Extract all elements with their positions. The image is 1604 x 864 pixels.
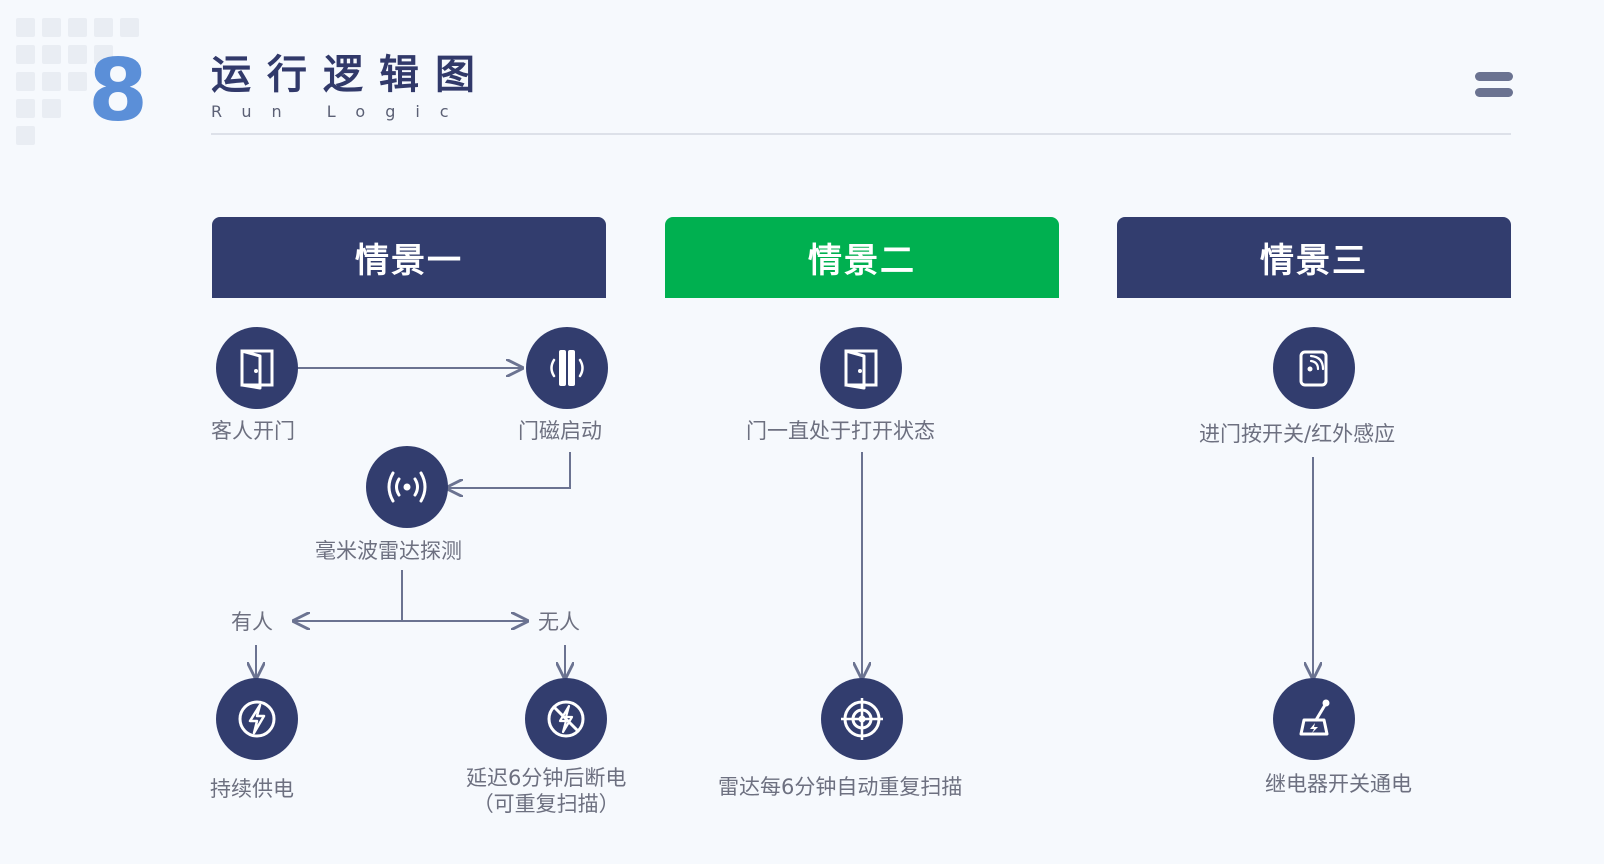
node-radar: [366, 446, 448, 528]
node-open-door: [216, 327, 298, 409]
node-switch-sensor: [1273, 327, 1355, 409]
label-nobody: 无人: [538, 610, 580, 634]
door-sensor-icon: [550, 350, 584, 386]
header-divider: [211, 133, 1511, 135]
label-door-open-state: 门一直处于打开状态: [746, 419, 935, 443]
label-switch-sensor: 进门按开关/红外感应: [1199, 422, 1396, 446]
scene-one-header[interactable]: 情景一: [212, 217, 606, 298]
radar-wave-icon: [387, 471, 427, 503]
label-keep-power: 持续供电: [210, 777, 294, 801]
relay-lever-icon: [1299, 699, 1330, 736]
page-subtitle: Run Logic: [211, 102, 469, 121]
arrow-sensor-to-radar: [447, 452, 571, 488]
page-title: 运行逻辑图: [211, 52, 491, 98]
scene-two-header[interactable]: 情景二: [665, 217, 1059, 298]
section-number: 8: [88, 41, 148, 141]
door-open-icon: [240, 349, 274, 390]
label-radar: 毫米波雷达探测: [315, 539, 462, 563]
node-radar-scan: [821, 678, 903, 760]
label-door-sensor: 门磁启动: [518, 419, 602, 443]
node-delay-cut: [525, 678, 607, 760]
door-open-icon: [844, 349, 878, 390]
label-radar-scan: 雷达每6分钟自动重复扫描: [718, 775, 963, 799]
label-someone: 有人: [231, 610, 273, 634]
radar-target-icon: [841, 698, 883, 740]
label-relay: 继电器开关通电: [1265, 772, 1412, 796]
menu-icon[interactable]: [1475, 72, 1513, 100]
label-open-door: 客人开门: [211, 419, 295, 443]
node-door-open-state: [820, 327, 902, 409]
scene-three-header[interactable]: 情景三: [1117, 217, 1511, 298]
power-off-icon: [547, 700, 585, 738]
wireless-switch-icon: [1299, 350, 1328, 387]
node-door-sensor: [526, 327, 608, 409]
power-bolt-icon: [238, 700, 276, 738]
node-relay: [1273, 678, 1355, 760]
node-keep-power: [216, 678, 298, 760]
label-delay-cut: 延迟6分钟后断电 （可重复扫描）: [466, 766, 627, 817]
